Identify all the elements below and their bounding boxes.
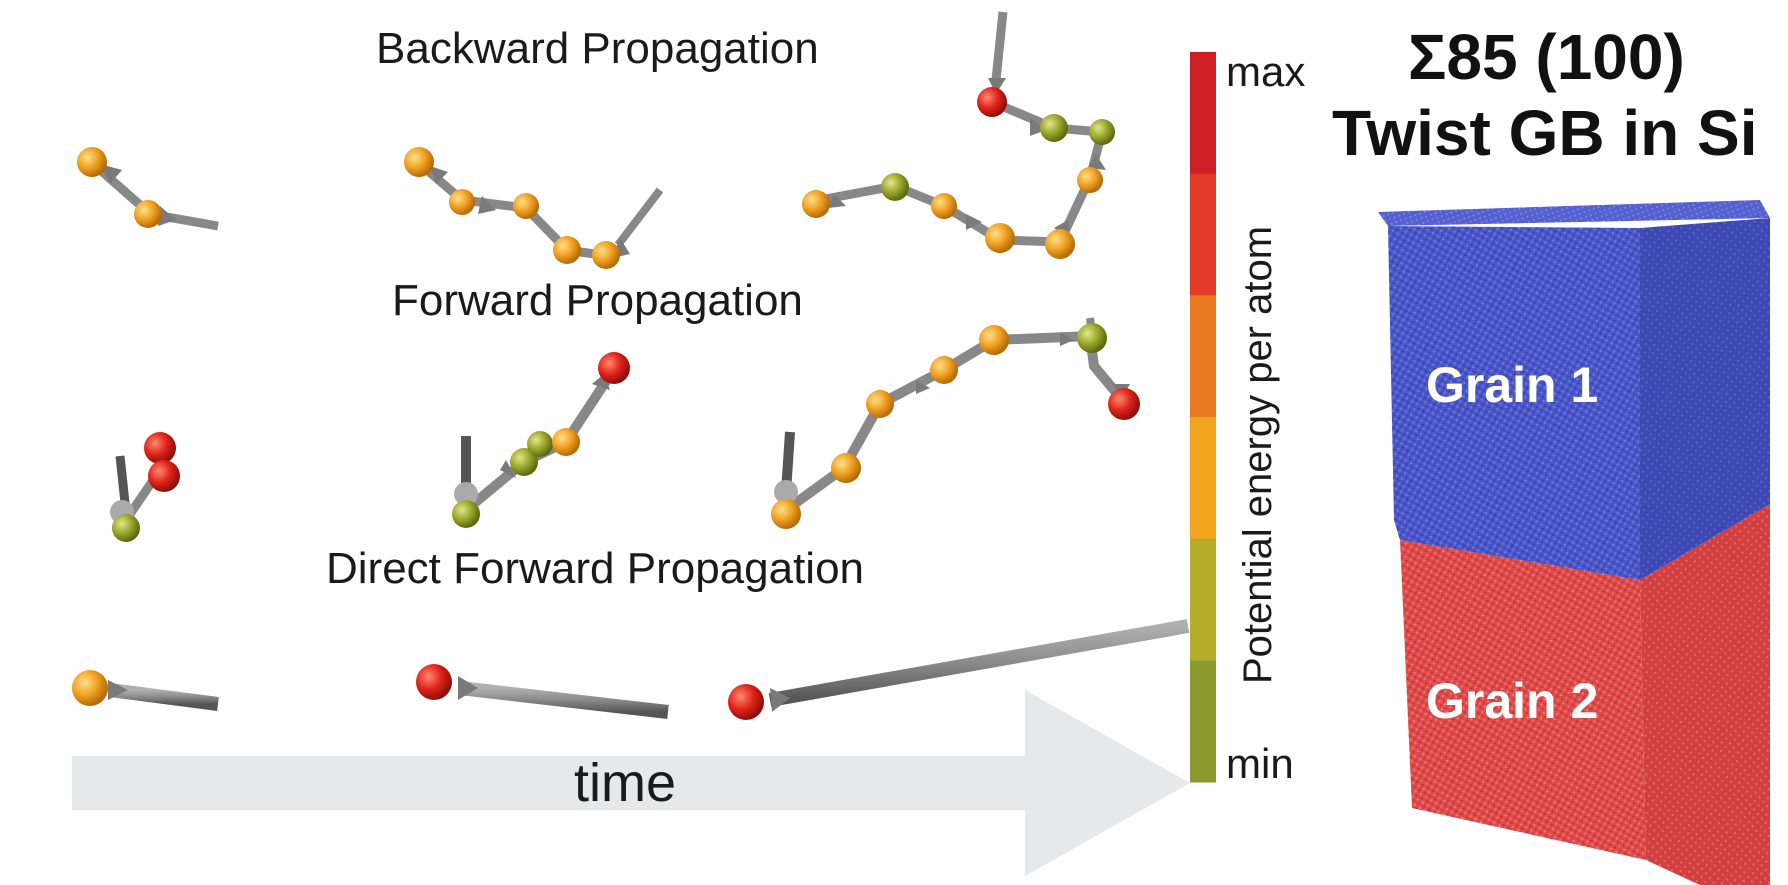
colorbar-max-label: max <box>1226 48 1306 95</box>
colorbar-title: Potential energy per atom <box>1236 225 1280 684</box>
forward-trajectory-3 <box>771 317 1140 529</box>
time-arrow <box>72 690 1190 876</box>
colorbar-segment <box>1190 538 1216 661</box>
forward-propagation-label: Forward Propagation <box>392 276 803 325</box>
direct-trajectory-3 <box>728 619 1190 720</box>
backward-propagation-label: Backward Propagation <box>376 24 819 73</box>
grain-1-label: Grain 1 <box>1426 357 1599 413</box>
forward-trajectory-1 <box>110 432 180 542</box>
colorbar-min-label: min <box>1226 740 1294 787</box>
backward-trajectory-3 <box>802 11 1115 259</box>
grain-2-label: Grain 2 <box>1426 673 1599 729</box>
forward-trajectory-2 <box>452 352 630 528</box>
colorbar-segment <box>1190 295 1216 418</box>
colorbar-segment <box>1190 52 1216 175</box>
colorbar-segment <box>1190 173 1216 296</box>
time-label: time <box>574 753 677 813</box>
grain-1-region <box>1378 212 1640 580</box>
direct-trajectory-2 <box>416 664 669 719</box>
colorbar-segment <box>1190 417 1216 540</box>
structure-title-line2: Twist GB in Si <box>1332 97 1758 169</box>
direct-forward-propagation-label: Direct Forward Propagation <box>326 544 865 593</box>
backward-trajectory-2 <box>404 147 664 269</box>
structure-title-line1: Σ85 (100) <box>1408 21 1685 93</box>
direct-trajectory-1 <box>72 670 219 711</box>
backward-trajectory-1 <box>77 147 219 231</box>
colorbar-segment <box>1190 660 1216 783</box>
energy-colorbar <box>1190 52 1216 783</box>
grain-boundary-block <box>1378 200 1770 885</box>
grain-2-region <box>1400 540 1646 860</box>
